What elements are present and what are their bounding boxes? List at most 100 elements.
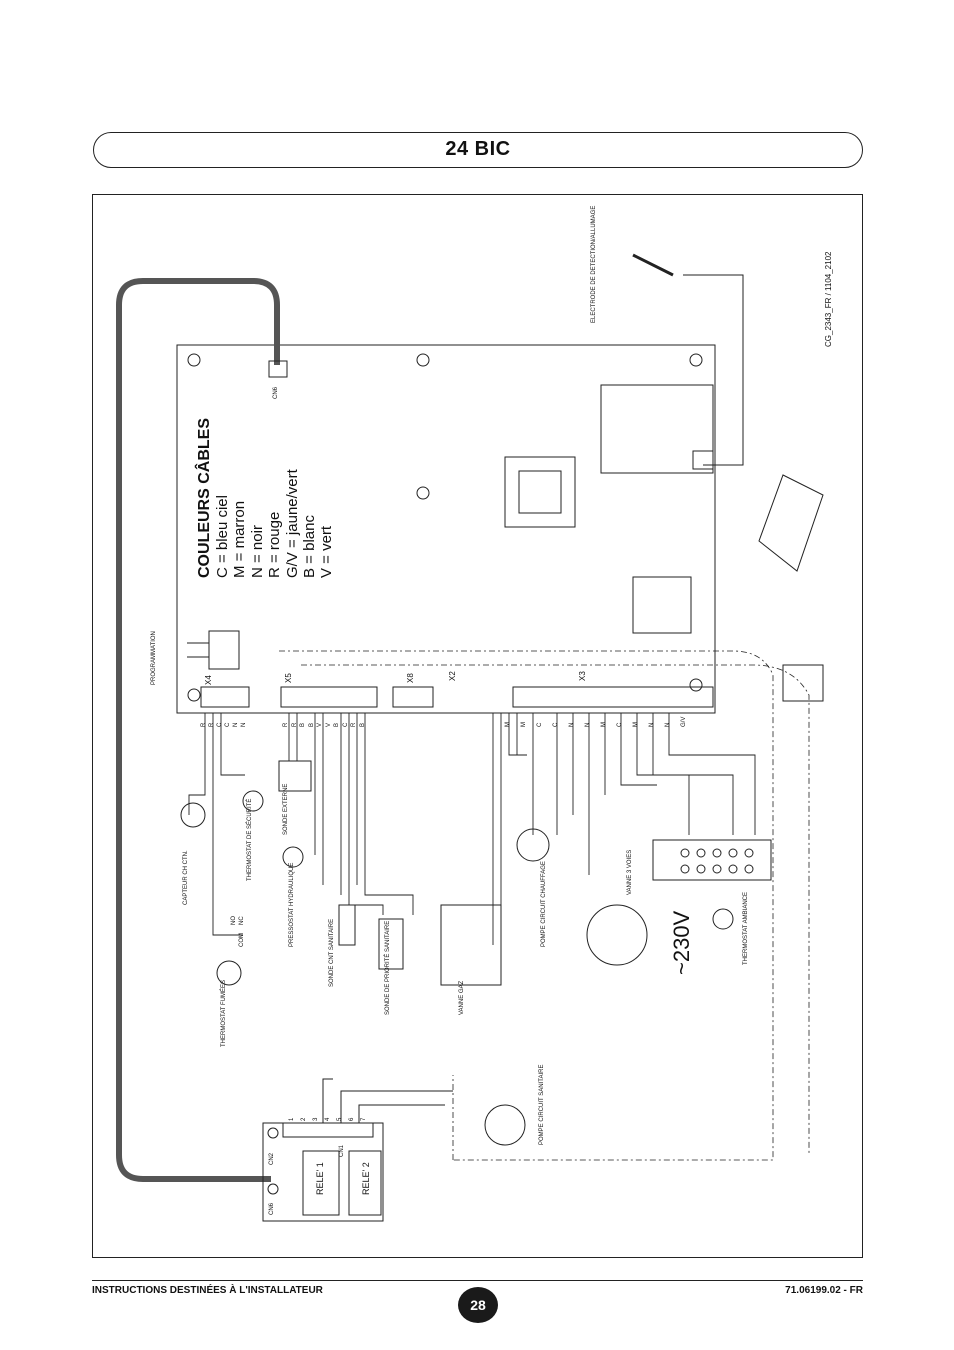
thermostat-ambiance-label: THERMOSTAT AMBIANCE [743,891,749,965]
switch-label-no: NO [231,916,237,925]
wire-code: V [325,722,332,727]
voltage-label: ~230V [669,910,694,975]
vanne-gaz-part [440,904,502,986]
thermostat-securite-part [242,790,264,812]
board-mount-hole [416,486,430,500]
wire-code: M [601,722,607,727]
legend-item: R = rouge [266,511,284,578]
wire-code: R [351,722,357,727]
footer-left: INSTRUCTIONS DESTINÉES À L'INSTALLATEUR [92,1285,323,1296]
pressostat-part [282,846,304,868]
wire-code: B [300,722,306,727]
capteur-ch-ctn-sensor [180,802,206,828]
x2-label: X2 [448,671,457,681]
legend-item: C = bleu ciel [214,495,231,578]
pompe-sanitaire-part [484,1104,526,1146]
page-title-bar: 24 BIC [93,132,863,168]
board-mount-hole [187,353,201,367]
relay-terminal-number: 6 [349,1117,355,1121]
pompe-chauffage-part [516,828,550,862]
board-module [632,576,692,634]
switch-label-nc: NC [239,916,245,925]
wire-code: R [209,722,215,727]
legend-item: N = noir [248,525,266,578]
reference-label: CG_2343_FR / 1104_2102 [824,251,833,347]
programmation-connector [208,630,240,670]
wire-code: B [308,722,315,727]
relay-terminal-number: 5 [337,1117,343,1121]
x5-label: X5 [284,673,293,683]
relay-terminal-number: 1 [289,1117,295,1121]
sonde-externe-label: SONDE EXTERNE [283,783,289,835]
cn2-label: CN2 [269,1152,275,1165]
page-title: 24 BIC [445,138,511,160]
legend-item: M = marron [231,500,249,578]
x8-label: X8 [406,673,415,683]
board-connector [692,450,714,470]
wire-code: C [537,722,543,727]
vanne-3-voies-label: VANNE 3 VOIES [627,849,633,895]
legend-item: V = vert [318,525,336,578]
wire-code: R [291,722,298,727]
wire-code: N [585,722,591,727]
board-transformer-core [518,470,562,514]
board-transformer [504,456,576,528]
sonde-priorite-label: SONDE DE PRIORITÉ SANITAIRE [385,920,391,1015]
sonde-cnt-part [338,904,356,946]
wire-code: N [569,722,575,727]
230v-terminal-block [652,839,772,881]
sonde-priorite-part [378,918,404,970]
board-relay-block [600,384,714,474]
wiring-diagram-drawing [116,253,824,1222]
programmation-label: PROGRAMMATION [151,631,157,685]
board-mount-hole [689,353,703,367]
sonde-externe-part [278,760,312,792]
cn6-top-label: CN6 [273,386,279,399]
wire-code: N [241,722,247,727]
wire-code: C [342,722,349,727]
footer-divider [92,1280,863,1281]
cn1-label: CN1 [339,1144,345,1157]
relay-board [262,1078,453,1222]
legend-title: COULEURS CÂBLES [196,417,213,578]
cn6-connector [268,360,288,378]
board-mount-hole [187,688,201,702]
board-mount-hole [689,678,703,692]
thermostat-fumees-label: THERMOSTAT FUMÉES [221,979,227,1047]
page-number: 28 [458,1287,498,1323]
wire-code: M [633,722,639,727]
relay-terminal-number: 4 [325,1117,331,1121]
capteur-label: CAPTEUR CH CTN. [183,850,189,905]
rele1-label: RELE' 1 [315,1162,325,1195]
thermostat-fumees-part [216,960,242,986]
ground-symbol [712,908,734,930]
pompe-chauffage-label: POMPE CIRCUIT CHAUFFAGE [541,861,547,947]
pompe-sanitaire-label: POMPE CIRCUIT SANITAIRE [539,1064,545,1145]
wire-code: M [505,722,511,727]
board-mount-hole [416,353,430,367]
wire-code: N [665,722,671,727]
switch-label-com: COM [239,933,245,947]
control-board [176,344,716,714]
pressostat-label: PRESSOSTAT HYDRAULIQUE [289,862,295,947]
wiring-diagram: PROGRAMMATION CN6 ELECTRODE DE DETECTION… [92,194,863,1258]
relay-terminal-number: 2 [301,1117,307,1121]
legend-item: B = blanc [301,515,319,578]
igniter-connector [782,664,824,702]
wire-code: B [359,722,366,727]
cn6-bottom-label: CN6 [269,1202,275,1215]
wire-code: N [233,722,239,727]
legend-item: G/V = jaune/vert [283,469,301,578]
wire-code: G/V [681,716,687,727]
x4-label: X4 [204,675,213,685]
cn6-cable [116,278,280,1182]
sonde-cnt-sanitaire-label: SONDE CNT SANITAIRE [329,918,335,987]
wire-code: C [217,722,223,727]
x3-label: X3 [578,671,587,681]
wire-code: B [334,722,340,727]
ground-wires [279,650,810,1161]
vanne-gaz-label: VANNE GAZ [459,980,465,1015]
electrode-part [632,253,674,277]
